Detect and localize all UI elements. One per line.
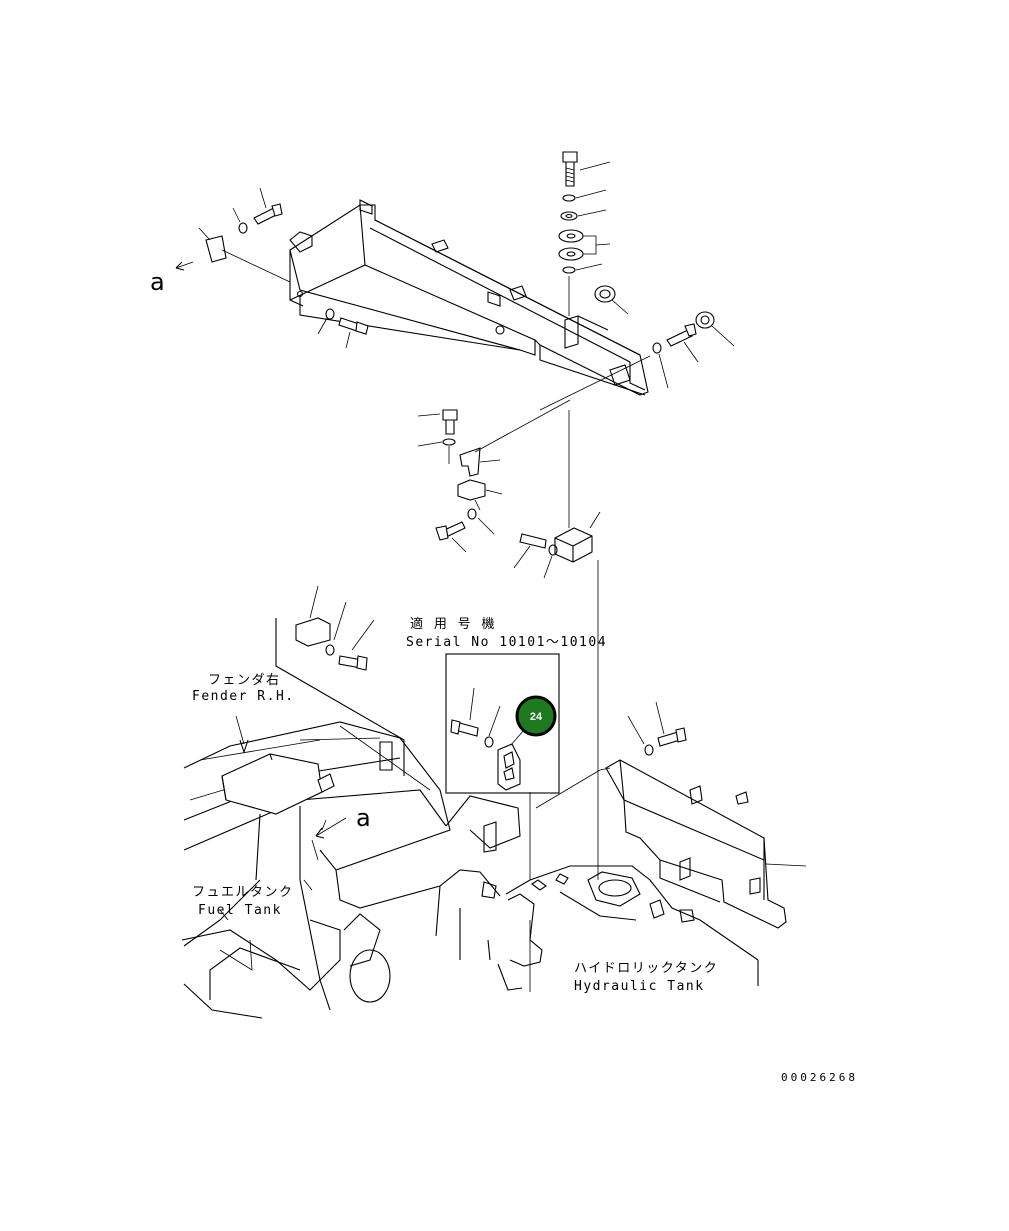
- view-a-label-top: a: [150, 268, 165, 296]
- hydraulic-tank-body: [497, 769, 759, 992]
- bolt-stack-top: [558, 151, 629, 316]
- fuel-tank-label-en: Fuel Tank: [198, 903, 282, 918]
- clamp-block: [513, 410, 601, 870]
- fender-label-en: Fender R.H.: [192, 689, 295, 704]
- upper-cover-panel: [289, 199, 649, 396]
- lower-right-cover: [599, 701, 807, 929]
- bolt-left-lower: [317, 308, 369, 349]
- hydraulic-tank-label-jp: ハイドロリックタンク: [574, 961, 718, 976]
- bolt-left-upper: [175, 187, 291, 283]
- bolt-right-upper: [539, 311, 735, 411]
- serial-label-en: Serial No 10101～10104: [406, 635, 607, 650]
- fender-body: [181, 715, 521, 1019]
- serial-box: [445, 653, 560, 794]
- fender-label-jp: フェンダ右: [208, 673, 281, 688]
- fuel-tank-label-jp: フュエルタンク: [192, 885, 294, 900]
- serial-label-jp: 適 用 号 機: [410, 616, 496, 632]
- hydraulic-tank-label-en: Hydraulic Tank: [574, 979, 705, 994]
- view-a-label-bottom: a: [356, 804, 371, 832]
- callout-24[interactable]: 24: [515, 695, 557, 737]
- callout-24-label: 24: [530, 711, 543, 723]
- document-number: 00026268: [781, 1071, 858, 1084]
- bracket-group-middle: [417, 399, 571, 553]
- rear-bracket-left: [275, 585, 405, 776]
